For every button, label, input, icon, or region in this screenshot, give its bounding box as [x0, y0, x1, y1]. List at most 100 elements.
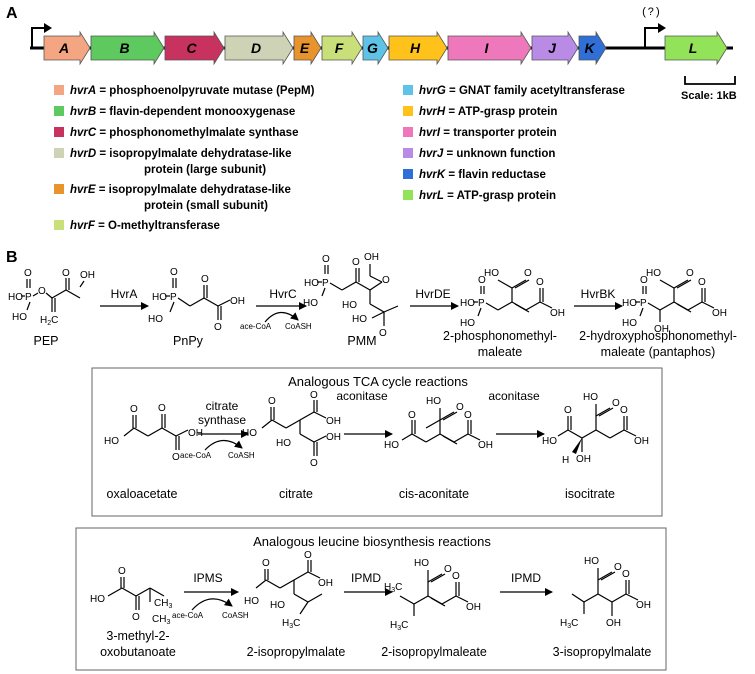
legend-entry-hvrH: hvrH = ATP-grasp protein — [419, 106, 557, 118]
pmmal-o-3: O — [536, 277, 544, 288]
gene-letter-h: H — [410, 40, 421, 56]
ipml-h3c-1: H3C — [384, 582, 402, 594]
pnpy-ho-1: HO — [152, 292, 167, 303]
gene-letter-l: L — [689, 40, 698, 56]
enzyme-ipms: IPMS — [193, 571, 222, 585]
mob-ho: HO — [90, 594, 105, 605]
legend-entry-hvrG: hvrG = GNAT family acetyltransferase — [419, 85, 625, 97]
gene-arrow-c — [164, 30, 225, 66]
ipm-ho-1: HO — [244, 596, 259, 607]
cit-oh-2: OH — [326, 432, 341, 443]
oaa-o-2: O — [158, 403, 166, 414]
enzyme-hvrc: HvrC — [269, 287, 297, 301]
gene-arrow-f — [321, 30, 363, 66]
gene-letter-b: B — [119, 40, 129, 56]
mob-ch3-2: CH3 — [152, 614, 170, 626]
iso-ho: HO — [583, 392, 598, 403]
legend-swatch-hvrH — [403, 106, 413, 116]
pmm-o-d: O — [379, 328, 387, 339]
legend-entry-hvrL: hvrL = ATP-grasp protein — [419, 190, 556, 202]
pmm-ho-2: HO — [303, 298, 318, 309]
ipml-oh: OH — [466, 602, 481, 613]
promoter-arrowhead-icon — [44, 23, 52, 33]
gene-arrow-l — [664, 30, 728, 66]
legend-swatch-hvrD — [54, 148, 64, 158]
oxaloacetate-name: oxaloacetate — [107, 487, 178, 501]
pmm-ho-c: HO — [342, 300, 357, 311]
iso-oh-side: OH — [576, 454, 591, 465]
promoter-arrow-2-icon — [644, 27, 660, 48]
aconitase-1: aconitase — [336, 389, 388, 403]
cis-ho: HO — [426, 396, 441, 407]
pnpy-name: PnPy — [173, 334, 204, 348]
acoa-tca: ace-CoA — [180, 451, 212, 460]
enzyme-ipmd-1: IPMD — [351, 571, 381, 585]
cis-ho-2: HO — [384, 440, 399, 451]
gene-letter-f: F — [335, 40, 344, 56]
legend-entry-hvrE: hvrE = isopropylmalate dehydratase-like — [70, 184, 291, 196]
pmm-ho-d: HO — [352, 314, 367, 325]
pnpy-p: P — [170, 292, 177, 303]
ipm3-h3c: H3C — [560, 618, 578, 630]
oaa-ho: HO — [104, 436, 119, 447]
pep-name: PEP — [33, 334, 58, 348]
pep-structure: O HO P O HO O OH H2C — [8, 268, 95, 327]
cit-oh-1: OH — [326, 416, 341, 427]
oxobutanoate-structure: O HO O CH3 CH3 — [90, 566, 172, 626]
legend-entry-hvrD-line2: protein (large subunit) — [144, 164, 266, 176]
ipm3-o-2: O — [622, 569, 630, 580]
legend-entry-hvrK: hvrK = flavin reductase — [419, 169, 546, 181]
pnpy-o-top: O — [170, 267, 178, 278]
gene-letter-g: G — [367, 40, 378, 56]
pep-o-carbonyl: O — [62, 268, 70, 279]
pmmal-name-1: 2-phosphonomethyl- — [443, 329, 557, 343]
iso-oh: OH — [634, 436, 649, 447]
panta-o-3: O — [698, 277, 706, 288]
panta-o-2: O — [686, 268, 694, 279]
enzyme-hvrbk: HvrBK — [581, 287, 616, 301]
citrate-synthase-1: citrate — [206, 399, 239, 413]
pmm-ho-1: HO — [304, 278, 319, 289]
enzyme-hvra: HvrA — [111, 287, 138, 301]
cis-o-1: O — [456, 402, 464, 413]
cofactor-arc-hvrc — [264, 311, 299, 323]
citrate-name: citrate — [279, 487, 313, 501]
panta-p: P — [640, 298, 647, 309]
pep-o-bridge: O — [38, 286, 46, 297]
iso-ho-2: HO — [542, 436, 557, 447]
legend-swatch-hvrJ — [403, 148, 413, 158]
pnpy-ho-2: HO — [148, 314, 163, 325]
cis-o-3: O — [464, 410, 472, 421]
gene-letter-d: D — [251, 40, 261, 56]
gene-letter-k: K — [584, 40, 595, 56]
promoter-arrowhead-2-icon — [658, 23, 666, 33]
panel-b-label: B — [6, 249, 18, 266]
gene-letter-j: J — [548, 40, 557, 56]
isopropylmalate-name: 2-isopropylmalate — [247, 645, 346, 659]
pnpy-oh: OH — [230, 296, 245, 307]
gene-arrow-i — [447, 30, 532, 66]
cis-aconitate-name: cis-aconitate — [399, 487, 469, 501]
ipm-oh: OH — [318, 578, 333, 589]
gene-letter-a: A — [58, 40, 69, 56]
ipm3-ho: HO — [584, 556, 599, 567]
cis-aconitate-structure: HO O O HO O OH — [384, 396, 493, 451]
legend-entry-hvrA: hvrA = phosphoenolpyruvate mutase (PepM) — [70, 85, 315, 97]
ipml-o-2: O — [452, 571, 460, 582]
promoter-question-label: (?) — [641, 7, 661, 19]
isopropylmaleate-structure: HO O H3C H3C O OH — [384, 558, 481, 632]
panta-ho-1: HO — [622, 298, 637, 309]
coash-hvrc: CoASH — [285, 322, 312, 331]
legend-entry-hvrB: hvrB = flavin-dependent monooxygenase — [70, 106, 295, 118]
gene-letter-i: I — [485, 40, 490, 56]
cit-o-3: O — [310, 458, 318, 469]
pantaphos-name-2: maleate (pantaphos) — [601, 345, 716, 359]
isopropylmalate-structure: O HO HO O OH H3C — [244, 550, 333, 630]
citrate-synthase-2: synthase — [198, 413, 246, 427]
gene-legend: hvrA = phosphoenolpyruvate mutase (PepM)… — [54, 85, 625, 232]
scale-bar — [684, 76, 736, 85]
cis-o-2: O — [408, 410, 416, 421]
cofactor-arc-tca — [204, 439, 243, 451]
ipm-o-2: O — [304, 550, 312, 561]
